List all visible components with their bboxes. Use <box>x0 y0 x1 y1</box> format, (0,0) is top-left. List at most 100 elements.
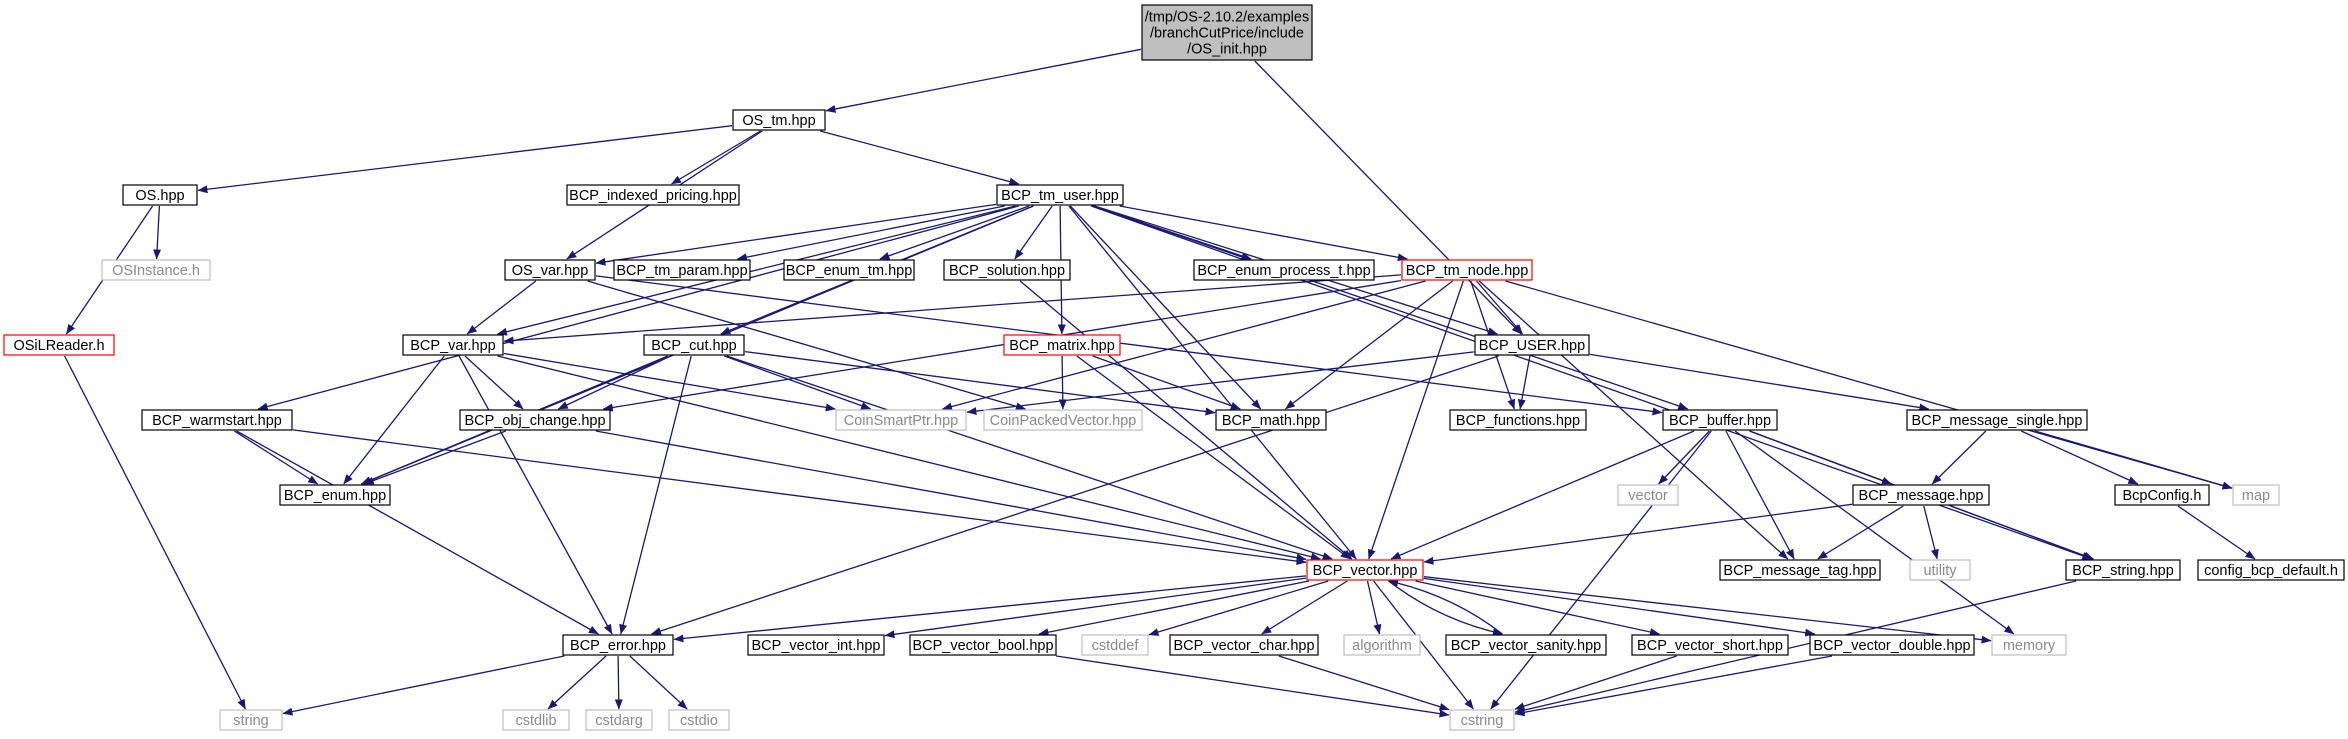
node-label: /tmp/OS-2.10.2/examples <box>1145 10 1309 26</box>
node-box <box>1449 709 1515 731</box>
node-root: /tmp/OS-2.10.2/examples/branchCutPrice/i… <box>1141 4 1313 61</box>
edge-os-var-to-bcp-var <box>466 280 537 335</box>
node-label: OSInstance.h <box>112 263 200 279</box>
node-bcp-buffer[interactable]: BCP_buffer.hpp <box>1662 409 1778 431</box>
node-label: BCP_enum_tm.hpp <box>786 263 913 279</box>
node-bcp-message[interactable]: BCP_message.hpp <box>1852 484 1990 506</box>
node-box <box>279 484 391 506</box>
edge-bcp-tm-node-to-bcp-vector <box>1367 280 1464 560</box>
node-bcp-cut[interactable]: BCP_cut.hpp <box>643 334 745 356</box>
node-box <box>122 184 198 206</box>
edge-bcp-tm-user-to-bcp-enum-tm <box>879 205 1030 260</box>
node-box <box>1909 559 1971 581</box>
node-label: string <box>233 713 268 729</box>
node-bcp-vector-short[interactable]: BCP_vector_short.hpp <box>1631 634 1789 656</box>
edge-bcp-buffer-to-bcp-vector <box>1390 430 1695 560</box>
node-label: /OS_init.hpp <box>1187 42 1267 58</box>
node-osilreader[interactable]: OSiLReader.h <box>3 334 115 356</box>
node-bcp-warmstart[interactable]: BCP_warmstart.hpp <box>141 409 293 431</box>
edge-bcp-var-to-bcp-vector <box>497 355 1321 561</box>
node-bcp-string[interactable]: BCP_string.hpp <box>2065 559 2181 581</box>
edge-bcp-error-to-cstdarg <box>614 655 623 710</box>
edge-osilreader-to-string <box>64 355 246 710</box>
node-bcp-message-tag[interactable]: BCP_message_tag.hpp <box>1719 559 1881 581</box>
edge-bcp-vector-to-bcp-vector-short <box>1415 580 1660 636</box>
edge-bcp-solution-to-bcp-vector <box>1019 280 1353 560</box>
edge-bcp-tm-user-to-bcp-warmstart <box>257 205 1019 411</box>
node-bcp-indexed-pricing[interactable]: BCP_indexed_pricing.hpp <box>566 184 740 206</box>
node-cstdarg: cstdarg <box>585 709 653 731</box>
node-box <box>1003 334 1121 356</box>
node-bcp-math[interactable]: BCP_math.hpp <box>1215 409 1327 431</box>
node-bcp-solution[interactable]: BCP_solution.hpp <box>943 259 1071 281</box>
node-os-hpp[interactable]: OS.hpp <box>122 184 198 206</box>
edge-bcp-cut-to-bcp-math <box>744 350 1216 416</box>
node-bcp-tm-param[interactable]: BCP_tm_param.hpp <box>613 259 751 281</box>
node-bcp-vector[interactable]: BCP_vector.hpp <box>1306 559 1424 581</box>
edge-bcp-buffer-to-bcp-message-tag <box>1725 430 1795 560</box>
edge-bcp-vector-bool-to-cstring <box>1056 655 1450 718</box>
node-label: BCP_enum.hpp <box>284 488 386 504</box>
node-box <box>996 184 1124 206</box>
node-bcp-vector-int[interactable]: BCP_vector_int.hpp <box>747 634 885 656</box>
node-bcp-enum-process-t[interactable]: BCP_enum_process_t.hpp <box>1193 259 1375 281</box>
node-label: BCP_message_tag.hpp <box>1723 563 1876 579</box>
node-box <box>1474 334 1590 356</box>
node-bcp-vector-sanity[interactable]: BCP_vector_sanity.hpp <box>1445 634 1607 656</box>
node-box <box>502 709 570 731</box>
edges-layer <box>64 48 2256 718</box>
edge-bcp-cut-to-bcp-vector <box>726 355 1333 560</box>
node-os-var[interactable]: OS_var.hpp <box>504 259 596 281</box>
node-box <box>1991 634 2067 656</box>
node-label: OS_tm.hpp <box>742 113 815 129</box>
node-os-tm[interactable]: OS_tm.hpp <box>732 109 826 131</box>
edge-bcp-string-to-cstring <box>1514 580 2077 715</box>
edge-os-var-to-bcp-buffer <box>595 275 1663 416</box>
node-box <box>2114 484 2210 506</box>
node-label: OSiLReader.h <box>13 338 104 354</box>
edge-os-hpp-to-osinstance <box>153 205 162 260</box>
node-label: BCP_vector_int.hpp <box>752 638 881 654</box>
edge-bcp-tm-node-to-bcp-var <box>503 274 1402 345</box>
node-bcp-var[interactable]: BCP_var.hpp <box>402 334 504 356</box>
node-label: BCP_message_single.hpp <box>1912 413 2083 429</box>
node-bcp-message-single[interactable]: BCP_message_single.hpp <box>1906 409 2088 431</box>
edge-bcp-tm-user-to-bcp-buffer <box>1092 205 1689 410</box>
edge-bcp-error-to-string <box>282 655 565 716</box>
node-bcp-enum[interactable]: BCP_enum.hpp <box>279 484 391 506</box>
node-box <box>459 409 611 431</box>
node-bcp-vector-char[interactable]: BCP_vector_char.hpp <box>1169 634 1319 656</box>
node-box <box>585 709 653 731</box>
node-bcpconfig[interactable]: BcpConfig.h <box>2114 484 2210 506</box>
node-bcp-tm-user[interactable]: BCP_tm_user.hpp <box>996 184 1124 206</box>
node-bcp-obj-change[interactable]: BCP_obj_change.hpp <box>459 409 611 431</box>
node-label: BCP_string.hpp <box>2072 563 2174 579</box>
node-bcp-error[interactable]: BCP_error.hpp <box>562 634 674 656</box>
node-box <box>1852 484 1990 506</box>
node-label: cstdlib <box>515 713 556 729</box>
edge-bcp-tm-user-to-bcp-solution <box>1014 205 1053 260</box>
node-label: BCP_obj_change.hpp <box>464 413 605 429</box>
node-label: BCP_error.hpp <box>570 638 666 654</box>
edge-os-tm-to-bcp-tm-user <box>820 130 1020 186</box>
node-string: string <box>219 709 283 731</box>
node-bcp-matrix[interactable]: BCP_matrix.hpp <box>1003 334 1121 356</box>
node-config-bcp-default[interactable]: config_bcp_default.h <box>2197 559 2345 581</box>
node-bcp-functions[interactable]: BCP_functions.hpp <box>1449 409 1587 431</box>
node-bcp-tm-node[interactable]: BCP_tm_node.hpp <box>1401 259 1533 281</box>
node-box <box>1809 634 1975 656</box>
node-bcp-vector-bool[interactable]: BCP_vector_bool.hpp <box>909 634 1057 656</box>
node-bcp-vector-double[interactable]: BCP_vector_double.hpp <box>1809 634 1975 656</box>
edge-bcp-vector-to-cstring <box>1373 580 1474 710</box>
node-bcp-enum-tm[interactable]: BCP_enum_tm.hpp <box>783 259 915 281</box>
node-box <box>747 634 885 656</box>
edge-bcp-cut-to-bcp-error <box>619 355 692 635</box>
edge-bcp-var-to-bcp-error <box>458 355 613 635</box>
node-bcp-user[interactable]: BCP_USER.hpp <box>1474 334 1590 356</box>
node-box <box>1906 409 2088 431</box>
node-box <box>2065 559 2181 581</box>
node-box <box>668 709 730 731</box>
edge-bcp-buffer-to-vector <box>1658 430 1710 485</box>
node-box <box>613 259 751 281</box>
